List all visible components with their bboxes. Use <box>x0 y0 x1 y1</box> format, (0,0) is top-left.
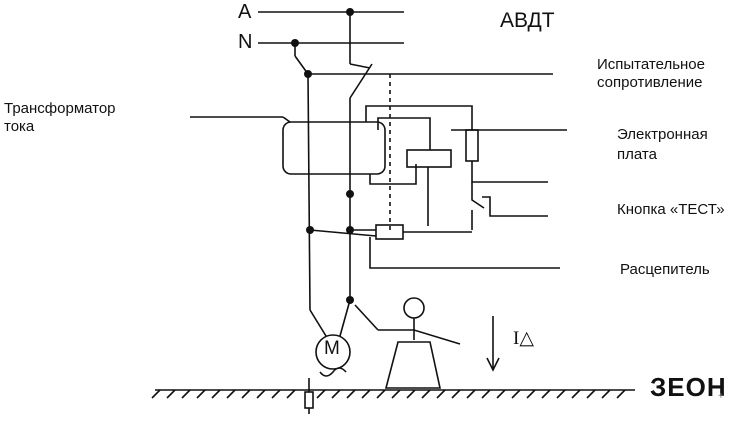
current-transformer-label-line1: Трансформатор <box>4 100 116 117</box>
electronic-board <box>406 149 452 168</box>
motor-lead-l <box>339 299 351 337</box>
motor-ground-lead <box>319 367 347 377</box>
motor-lead-n <box>309 309 327 337</box>
test-button-body <box>482 196 548 217</box>
person-contact-wire <box>354 304 379 331</box>
leakage-current-symbol: I△ <box>513 328 534 349</box>
motor-circle <box>315 334 351 370</box>
transformer-leader-tip <box>282 116 291 123</box>
junction-dots <box>291 8 354 304</box>
secondary-wire-bottom <box>369 164 417 185</box>
resistor-wire <box>471 161 548 183</box>
neutral-conductor <box>307 73 311 311</box>
device-title: АВДТ <box>500 9 555 32</box>
neutral-label: N <box>238 31 253 53</box>
test-resistor <box>465 129 479 162</box>
test-button-contact <box>471 182 485 209</box>
release-label: Расцепитель <box>620 261 710 278</box>
person-arms <box>378 329 461 345</box>
phase-switch-blade <box>349 63 373 99</box>
test-resistance-label-line1: Испытательное <box>597 56 705 73</box>
board-wire-left <box>377 117 431 150</box>
person-body <box>384 341 441 389</box>
ground-hatching <box>151 389 626 399</box>
neutral-to-release <box>309 229 377 237</box>
motor-symbol: M <box>324 338 340 359</box>
release-leader <box>369 237 560 269</box>
phase-contact-top <box>349 63 371 69</box>
brand-logo-subtext: + <box>718 391 724 402</box>
leakage-arrow-head <box>486 357 500 372</box>
current-transformer <box>282 121 386 175</box>
electronic-board-label-line1: Электронная <box>617 126 708 143</box>
secondary-wire-top <box>365 105 473 130</box>
ground-electrode <box>304 391 314 409</box>
test-resistance-label-line2: сопротивление <box>597 74 703 91</box>
person-head <box>403 297 425 319</box>
phase-a-label: A <box>238 1 252 23</box>
current-transformer-label-line2: тока <box>4 118 35 135</box>
brand-logo: ЗЕОН <box>650 372 727 402</box>
electronic-board-label-line2: плата <box>617 146 657 163</box>
test-button-label: Кнопка «ТЕСТ» <box>617 201 725 218</box>
